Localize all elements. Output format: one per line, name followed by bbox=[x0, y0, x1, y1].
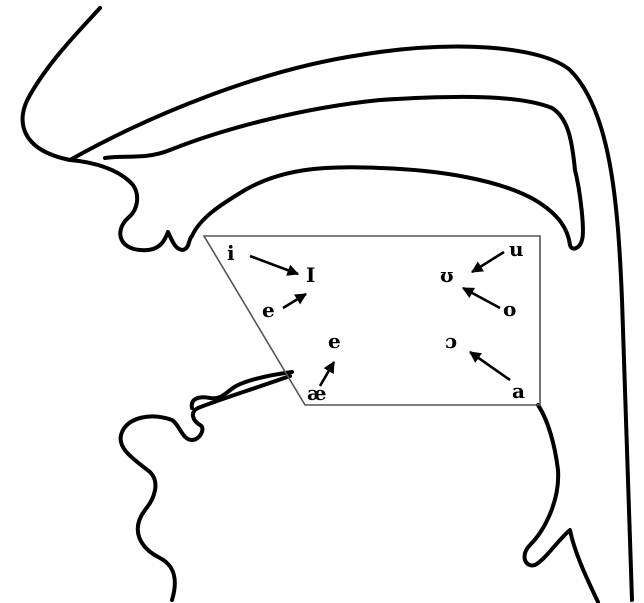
vowel-u: u bbox=[509, 237, 524, 261]
arrow-u-to-upsilon bbox=[472, 252, 504, 272]
vowel-i: i bbox=[227, 241, 235, 265]
vowel-I: I bbox=[306, 263, 315, 287]
arrow-e-to-I bbox=[283, 294, 306, 308]
tongue-root-outline bbox=[525, 405, 598, 602]
vowel-e-mid: e bbox=[328, 329, 341, 353]
arrow-a-to-open-o bbox=[470, 352, 510, 380]
vowel-open-o: ɔ bbox=[445, 329, 457, 353]
vowel-ae: æ bbox=[307, 381, 327, 405]
jaw-outline bbox=[121, 376, 290, 600]
vowel-a: a bbox=[512, 379, 525, 403]
vowel-o: o bbox=[503, 297, 516, 321]
vowel-e-front: e bbox=[262, 298, 275, 322]
vowel-upsilon: ʊ bbox=[440, 263, 454, 287]
arrow-i-to-I bbox=[250, 256, 298, 274]
arrow-o-to-upsilon bbox=[463, 288, 500, 308]
